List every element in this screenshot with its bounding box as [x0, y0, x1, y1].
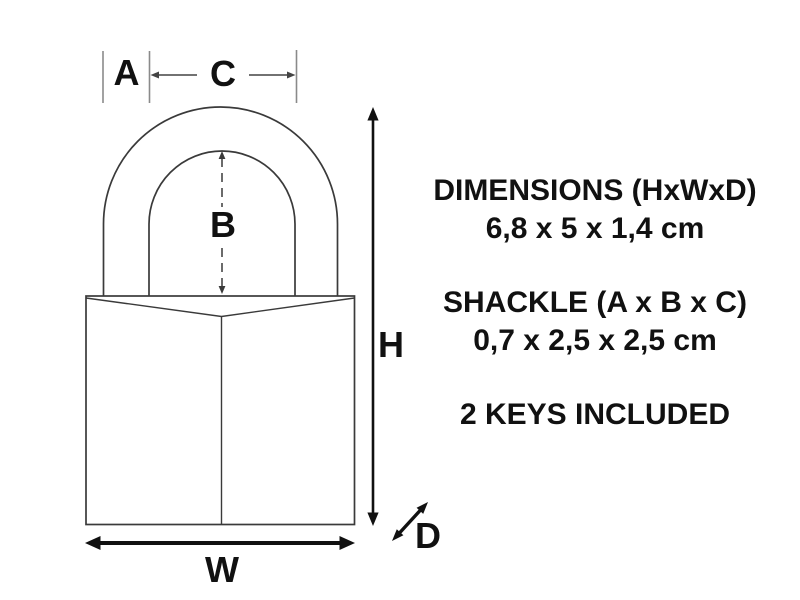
w-dimension-arrow — [85, 536, 355, 550]
label-shackle-width-c: C — [197, 56, 249, 92]
label-height-h: H — [378, 324, 404, 365]
label-depth-d: D — [415, 515, 441, 556]
shackle-outline — [102, 106, 339, 296]
keys-included-note: 2 KEYS INCLUDED — [459, 398, 731, 431]
dimensions-value: 6,8 x 5 x 1,4 cm — [485, 212, 705, 245]
shackle-outer-edge — [102, 106, 339, 296]
dimensions-title: DIMENSIONS (HxWxD) — [433, 174, 757, 207]
h-dimension-arrow — [367, 107, 379, 526]
label-width-w: W — [205, 549, 239, 590]
extension-ticks — [102, 50, 298, 103]
label-shackle-clearance-b: B — [197, 207, 249, 243]
dimensions-spec-block: DIMENSIONS (HxWxD) 6,8 x 5 x 1,4 cm — [395, 172, 795, 248]
shackle-value: 0,7 x 2,5 x 2,5 cm — [473, 324, 717, 357]
label-shackle-thickness-a: A — [113, 52, 140, 93]
shackle-title: SHACKLE (A x B x C) — [443, 286, 747, 319]
shackle-spec-block: SHACKLE (A x B x C) 0,7 x 2,5 x 2,5 cm — [395, 284, 795, 360]
d-dimension-arrow — [392, 502, 428, 541]
body-outline — [85, 295, 356, 526]
